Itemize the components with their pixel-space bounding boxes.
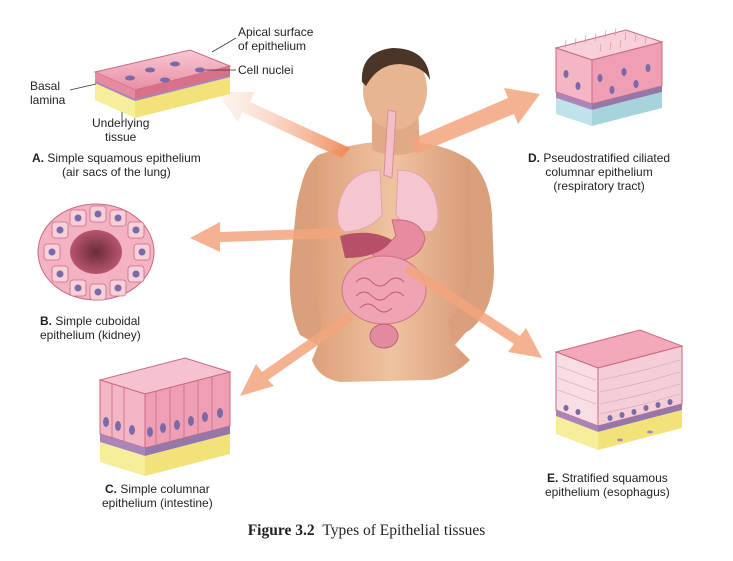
figure-caption: Figure 3.2 Types of Epithelial tissues	[0, 522, 733, 540]
trachea	[383, 109, 397, 179]
letter-b: B.	[40, 314, 52, 328]
intestines	[341, 255, 427, 325]
left-arm	[289, 160, 322, 345]
caption-tissue-c: C. Simple columnar epithelium (intestine…	[102, 482, 213, 510]
bladder	[369, 323, 399, 349]
caption-tissue-a: A. Simple squamous epithelium (air sacs …	[32, 151, 201, 179]
arrow-to-b	[190, 222, 340, 252]
tissue-b-tubule	[37, 203, 155, 301]
tissue-a-block	[69, 37, 237, 122]
tissue-e-block	[554, 329, 684, 450]
caption-tissue-d: D. Pseudostratified ciliated columnar ep…	[528, 151, 671, 193]
letter-c: C.	[105, 482, 117, 496]
right-arm	[448, 160, 494, 340]
arrow-to-d	[410, 88, 540, 154]
arrows	[190, 88, 542, 396]
tissue-c-block	[98, 357, 232, 476]
figure-number: Figure 3.2	[247, 522, 315, 539]
arrow-to-a	[216, 92, 350, 158]
left-lung	[336, 169, 383, 233]
hair	[361, 48, 430, 86]
label-basal-lamina: Basal lamina	[30, 79, 66, 107]
tissue-d-block	[554, 27, 664, 126]
label-underlying-tissue: Underlying tissue	[92, 116, 150, 144]
liver	[340, 232, 392, 258]
arrow-to-c	[240, 312, 354, 396]
letter-d: D.	[528, 151, 540, 165]
letter-a: A.	[32, 151, 44, 165]
letter-e: E.	[547, 471, 559, 485]
caption-tissue-b: B. Simple cuboidal epithelium (kidney)	[40, 314, 141, 342]
label-apical-surface: Apical surface of epithelium	[238, 25, 314, 53]
arrow-to-e	[404, 264, 542, 358]
label-cell-nuclei: Cell nuclei	[238, 63, 294, 77]
caption-tissue-e: E. Stratified squamous epithelium (esoph…	[545, 471, 670, 499]
figure-title: Types of Epithelial tissues	[322, 522, 486, 539]
